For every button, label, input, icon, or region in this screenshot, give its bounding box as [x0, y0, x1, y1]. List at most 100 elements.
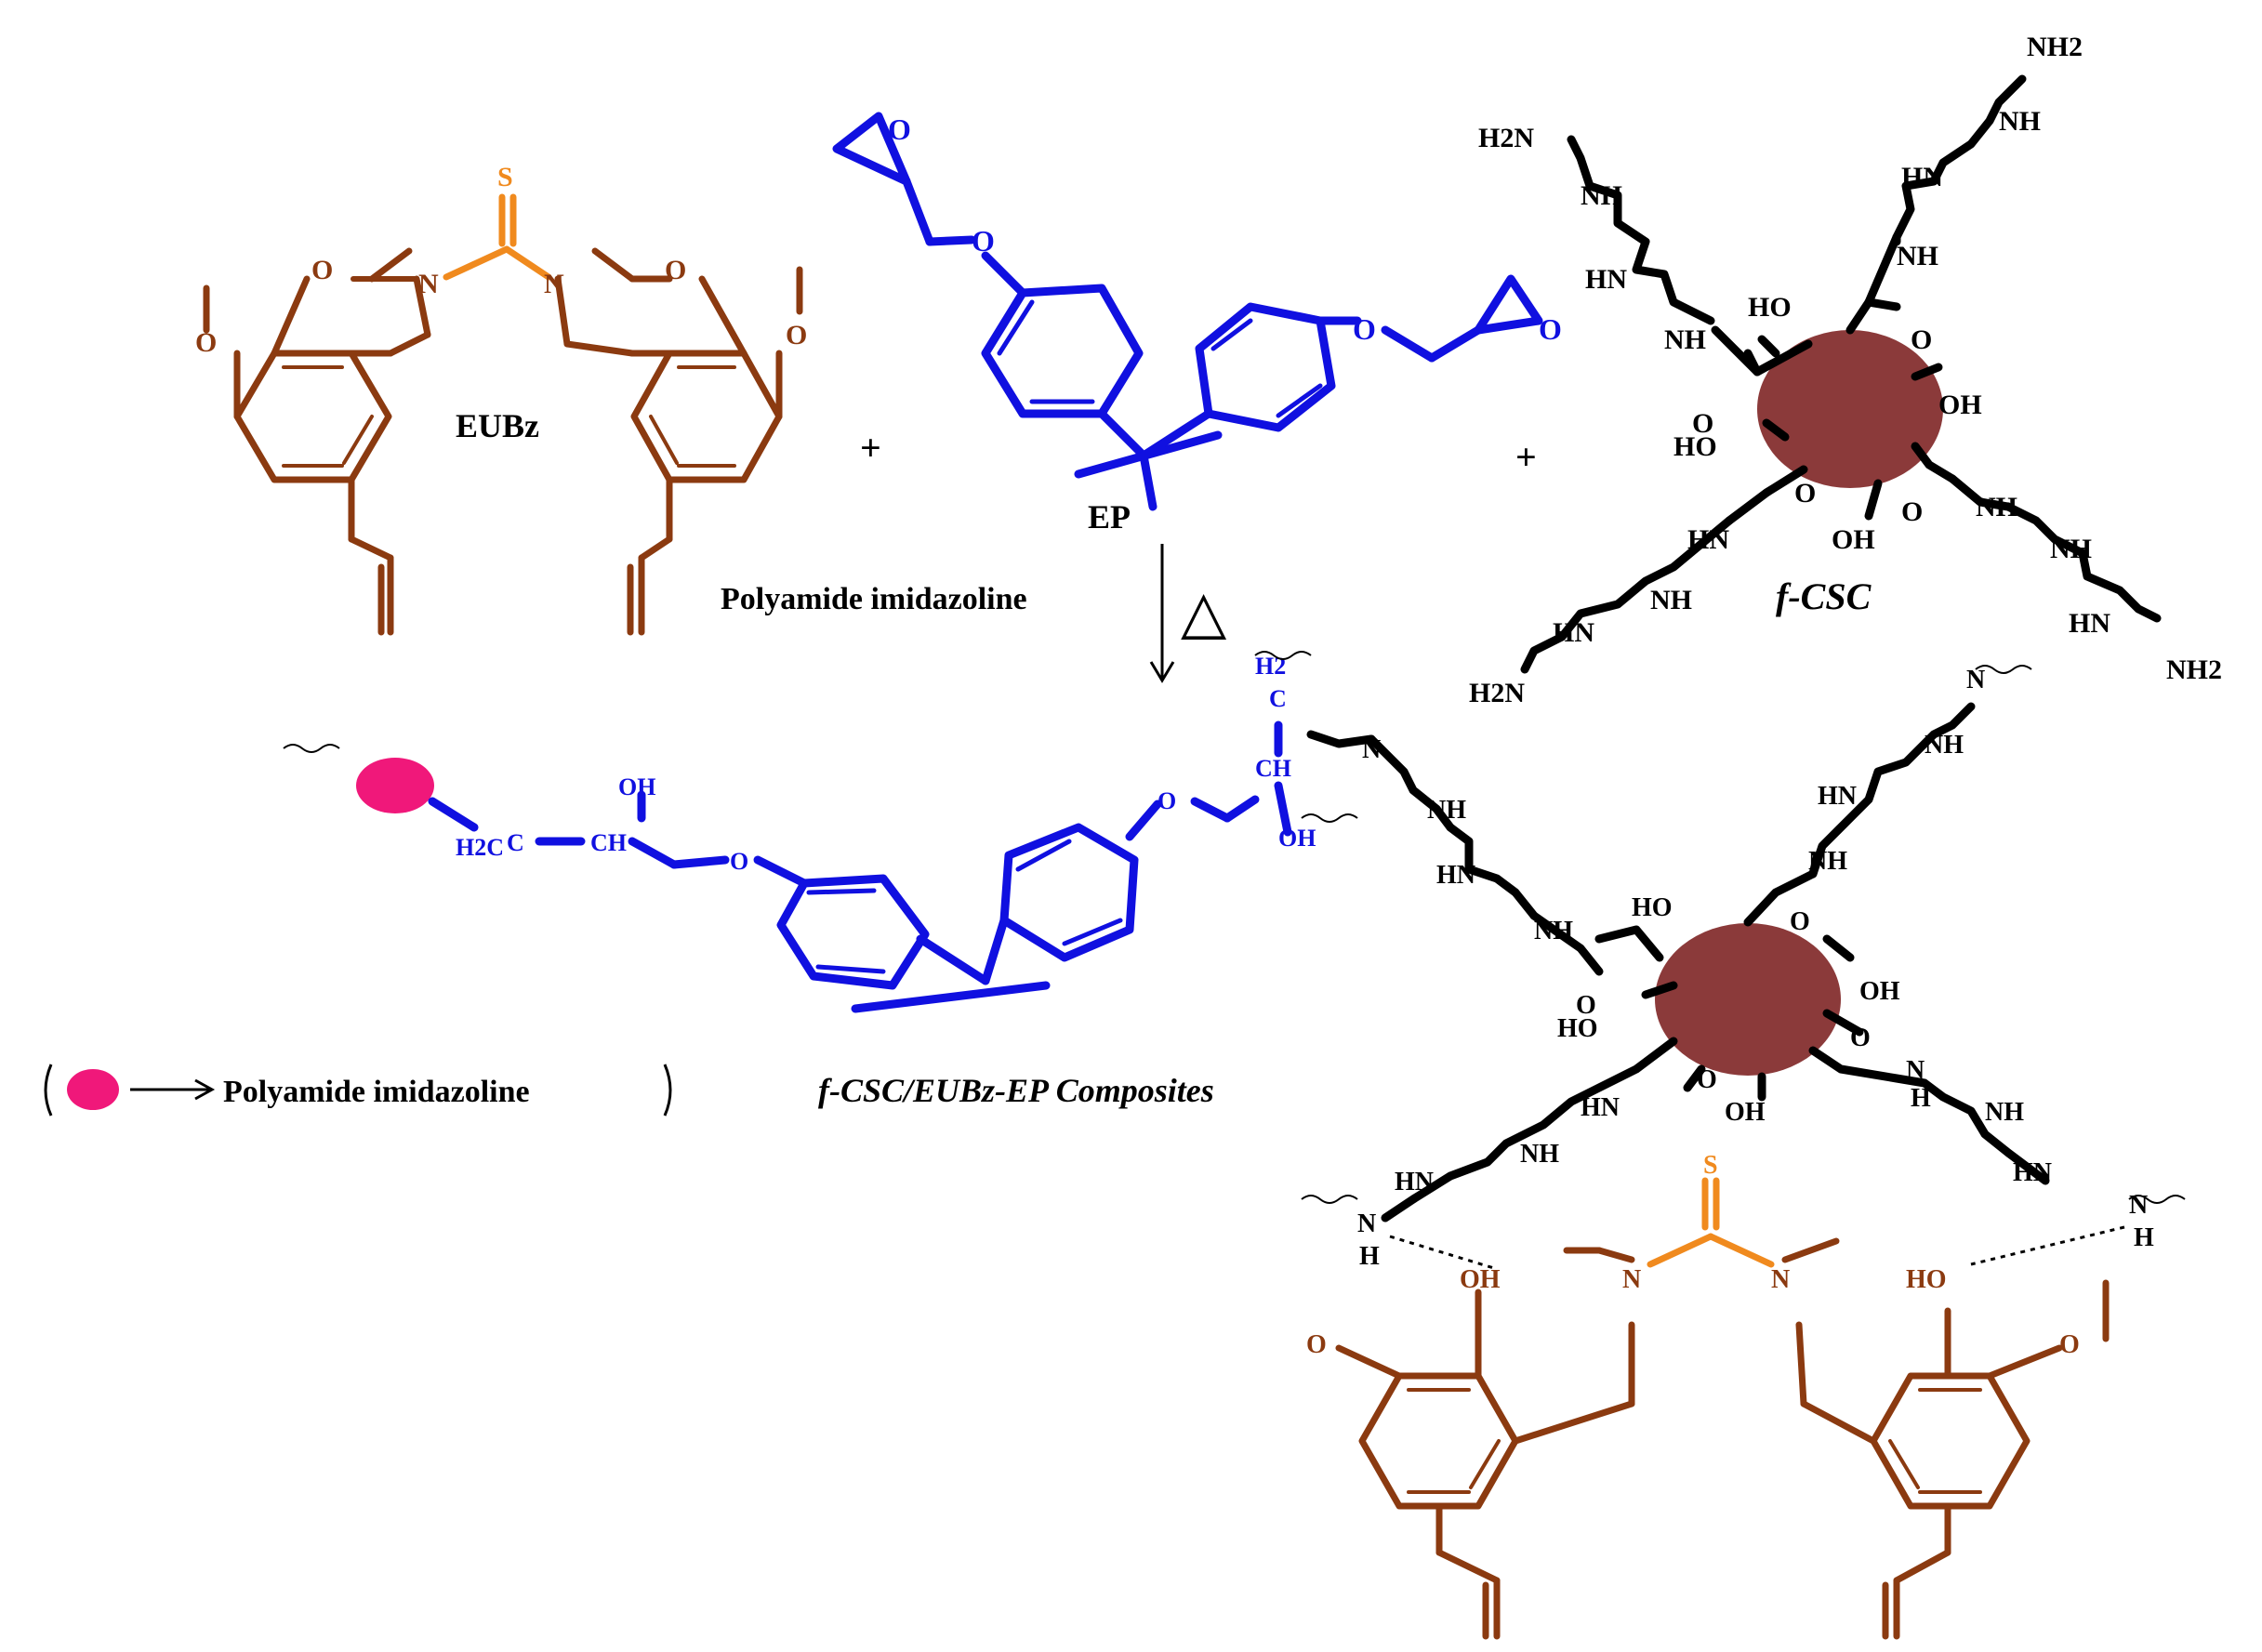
- fcsc-oh-1: OH: [1938, 390, 1982, 420]
- net-oh-2: OH: [1725, 1098, 1766, 1127]
- net-h-bl: H: [1359, 1242, 1380, 1271]
- net-nh-6: NH: [1520, 1140, 1559, 1169]
- eubz-label: EUBz: [456, 407, 539, 444]
- eubz2-ho-1: HO: [1906, 1265, 1947, 1294]
- product-eubz-opened: S N N OH HO O O: [1306, 1151, 2125, 1640]
- net-n-1: N: [1362, 735, 1381, 764]
- net-nh-1: NH: [1427, 796, 1466, 825]
- product-h2c: H2C: [456, 834, 504, 861]
- fcsc-label: f-CSC: [1776, 575, 1872, 617]
- net-o-3: O: [1697, 1065, 1717, 1094]
- fcsc-hn-1: HN: [1901, 162, 1943, 192]
- eubz-atom-s: S: [497, 162, 513, 192]
- fcsc-nh-3: NH: [1581, 180, 1622, 211]
- eubz2-atom-s: S: [1703, 1151, 1718, 1180]
- product-o-2: O: [1157, 787, 1176, 814]
- product-oh-1: OH: [618, 773, 655, 800]
- product-ch-1: CH: [590, 829, 627, 856]
- fcsc-hn-4: HN: [1687, 524, 1729, 555]
- eubz2-atom-n2: N: [1771, 1265, 1790, 1294]
- net-hn-5: HN: [1395, 1168, 1434, 1196]
- ep-atom-o2: O: [972, 224, 995, 258]
- net-nh-4: NH: [1808, 847, 1847, 876]
- net-hn-3: HN: [2013, 1158, 2052, 1187]
- eubz-atom-n2: N: [544, 269, 564, 299]
- product-c-2: C: [1269, 685, 1287, 712]
- fcsc-nh2-top: NH2: [2027, 32, 2083, 62]
- net-nh-5: NH: [1985, 1098, 2024, 1127]
- product-h2: H2: [1255, 653, 1286, 680]
- fcsc-o-2: O: [1692, 408, 1713, 439]
- eubz2-oh-1: OH: [1460, 1265, 1501, 1294]
- legend-label: Polyamide imidazoline: [223, 1075, 530, 1109]
- fcsc-nh-1: NH: [1999, 106, 2041, 137]
- ep-atom-o1: O: [888, 112, 911, 146]
- net-n-bl: N: [1357, 1209, 1376, 1238]
- fcsc-nh-6: NH: [2050, 534, 2092, 564]
- plus-sign-2: +: [1515, 436, 1537, 478]
- product-ep-chain: OH H2C C CH O O H2 C CH OH: [283, 653, 1316, 1013]
- net-o-2: O: [1790, 907, 1810, 936]
- ep-atom-o3: O: [1353, 312, 1376, 346]
- csc-core-top: [1757, 330, 1943, 488]
- eubz-thiourea-bridge: [443, 193, 552, 281]
- eubz-atom-n1: N: [418, 269, 439, 299]
- fcsc-nh-7: NH: [1650, 585, 1692, 615]
- ep-label: EP: [1088, 498, 1131, 535]
- fcsc-hn-5: HN: [1553, 617, 1594, 648]
- plus-sign-1: +: [860, 427, 881, 469]
- eubz2-atom-n1: N: [1622, 1265, 1641, 1294]
- eubz-atom-o2: O: [665, 255, 686, 285]
- net-h-br: H: [2134, 1223, 2154, 1252]
- net-ho-1: HO: [1632, 893, 1673, 922]
- product-c-1: C: [507, 829, 524, 856]
- legend-blob: [67, 1069, 119, 1110]
- reaction-arrow-label: Polyamide imidazoline: [721, 582, 1027, 616]
- net-h-right: H: [1911, 1084, 1931, 1113]
- net-hn-1: HN: [1436, 861, 1475, 890]
- eubz2-o-1: O: [1306, 1330, 1327, 1359]
- product-csc-network: N NH HN NH HO O HO O OH O O OH N NH HN N…: [1254, 651, 2186, 1271]
- product-label: f-CSC/EUBz-EP Composites: [818, 1072, 1214, 1109]
- net-o-4: O: [1850, 1024, 1871, 1052]
- eubz-atom-o1: O: [311, 255, 333, 285]
- eubz-atom-o3: O: [195, 327, 217, 358]
- net-oh-1: OH: [1859, 977, 1900, 1006]
- fcsc-nh2-right: NH2: [2166, 654, 2222, 685]
- fcsc-ho-2: HO: [1673, 431, 1717, 462]
- fcsc-hn-2: HN: [1585, 264, 1627, 295]
- fcsc-ho-1: HO: [1748, 292, 1792, 323]
- fcsc-h2n-bottom: H2N: [1469, 678, 1525, 708]
- eubz-monomer: [203, 247, 803, 636]
- fcsc-hn-3: HN: [2069, 608, 2110, 639]
- net-nh-2: NH: [1534, 917, 1573, 945]
- net-hn-4: HN: [1581, 1093, 1620, 1122]
- net-n-right: N: [1906, 1056, 1925, 1085]
- csc-core-bottom: [1655, 923, 1841, 1076]
- eubz-atom-o4: O: [786, 320, 807, 350]
- heat-symbol: △: [1181, 579, 1227, 645]
- fcsc-particle: NH2 NH HN NH H2N NH HN NH HO O OH O HO O…: [1469, 32, 2222, 708]
- fcsc-nh-2: NH: [1897, 241, 1938, 271]
- net-ho-2: HO: [1557, 1014, 1598, 1043]
- net-o-1: O: [1576, 991, 1596, 1020]
- product-ch-2: CH: [1255, 755, 1291, 782]
- ep-atom-o4: O: [1539, 312, 1562, 346]
- net-nh-3: NH: [1925, 731, 1964, 760]
- product-o-1: O: [730, 848, 748, 875]
- product-oh-2: OH: [1278, 825, 1316, 852]
- fcsc-nh-4: NH: [1664, 324, 1706, 355]
- fcsc-oh-2: OH: [1832, 524, 1875, 555]
- fcsc-h2n-left: H2N: [1478, 123, 1534, 153]
- legend: Polyamide imidazoline: [44, 1064, 672, 1117]
- fcsc-o-4: O: [1901, 496, 1923, 527]
- fcsc-o-1: O: [1911, 324, 1932, 355]
- polyamide-blob: [356, 758, 434, 813]
- fcsc-o-3: O: [1794, 478, 1816, 509]
- net-n-top: N: [1966, 666, 1985, 694]
- net-hn-2: HN: [1818, 782, 1857, 811]
- fcsc-nh-5: NH: [1976, 492, 2017, 522]
- reaction-arrow: [1149, 544, 1175, 683]
- eubz2-o-2: O: [2059, 1330, 2080, 1359]
